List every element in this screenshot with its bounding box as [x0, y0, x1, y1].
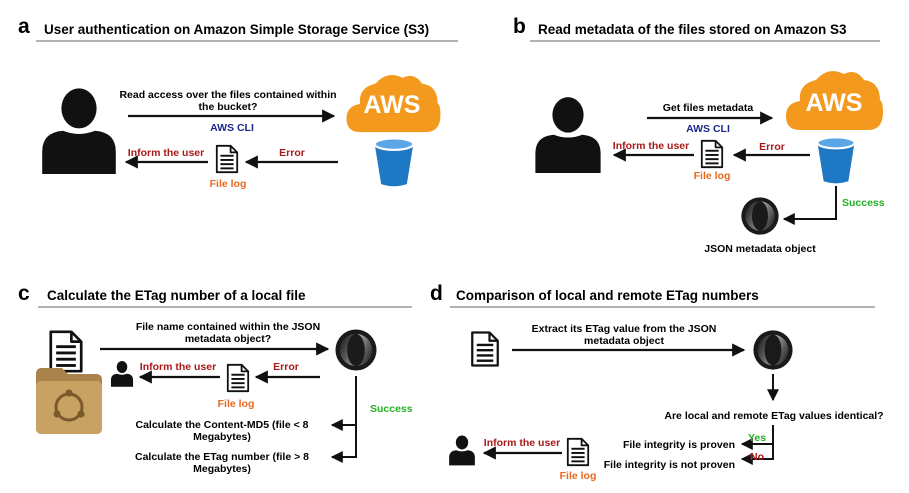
json-logo-icon — [741, 197, 779, 235]
panel-d-no-label: No — [750, 451, 764, 463]
panel-a: a User authentication on Amazon Simple S… — [18, 15, 458, 190]
panel-d-no-arrow — [740, 425, 774, 465]
panel-c-branch-line — [330, 376, 357, 463]
panel-c-option2-line1: Calculate the ETag number (file > 8 — [135, 451, 309, 463]
user-icon — [449, 435, 475, 466]
document-icon — [471, 331, 499, 367]
panel-b-error-label: Error — [759, 141, 785, 153]
panel-c-option1-line2: Megabytes) — [193, 431, 251, 443]
json-logo-icon — [753, 330, 793, 370]
panel-a-letter: a — [18, 15, 30, 38]
panel-c-error-label: Error — [273, 361, 299, 373]
user-icon — [42, 88, 116, 174]
panel-b-success-label: Success — [842, 197, 885, 209]
panel-b-file-log-label: File log — [694, 170, 731, 182]
panel-d: d Comparison of local and remote ETag nu… — [430, 282, 884, 482]
s3-bucket-icon — [373, 137, 415, 187]
panel-d-yes-label: Yes — [748, 432, 766, 444]
panel-b-letter: b — [513, 15, 526, 38]
user-icon — [110, 361, 134, 387]
panel-c-option1-line1: Calculate the Content-MD5 (file < 8 — [136, 419, 309, 431]
document-icon — [566, 437, 590, 467]
panel-c-inform-label: Inform the user — [140, 361, 216, 373]
panel-c-request-line2: metadata object? — [185, 333, 271, 345]
folder-icon — [36, 368, 102, 434]
panel-a-file-log-label: File log — [210, 178, 247, 190]
panel-c-request-line1: File name contained within the JSON — [136, 321, 320, 333]
json-logo-icon — [335, 329, 377, 371]
panel-d-inform-label: Inform the user — [484, 437, 560, 449]
aws-logo-text: AWS — [806, 89, 863, 117]
panel-b-aws-cli-label: AWS CLI — [686, 123, 730, 135]
panel-c: c Calculate the ETag number of a local f… — [18, 282, 413, 475]
document-icon — [49, 330, 83, 373]
panel-c-option2-line2: Megabytes) — [193, 463, 251, 475]
panel-b: b Read metadata of the files stored on A… — [513, 15, 885, 255]
panel-d-title: Comparison of local and remote ETag numb… — [456, 288, 759, 303]
panel-c-file-log-label: File log — [218, 398, 255, 410]
document-icon — [226, 363, 250, 393]
panel-a-inform-label: Inform the user — [128, 147, 204, 159]
panel-d-request-line1: Extract its ETag value from the JSON — [532, 323, 717, 335]
aws-logo-text: AWS — [364, 91, 421, 119]
panel-b-inform-label: Inform the user — [613, 140, 689, 152]
panel-a-aws-cli-label: AWS CLI — [210, 122, 254, 134]
panel-b-success-arrow — [782, 186, 837, 225]
panel-c-letter: c — [18, 282, 30, 305]
panel-d-file-log-label: File log — [560, 470, 597, 482]
panel-c-success-label: Success — [370, 403, 413, 415]
document-icon — [700, 139, 724, 169]
panel-d-question: Are local and remote ETag values identic… — [664, 410, 883, 422]
panel-a-request-line2: the bucket? — [199, 101, 258, 113]
panel-c-title: Calculate the ETag number of a local fil… — [47, 288, 306, 303]
s3-bucket-icon — [816, 136, 856, 184]
panel-a-title: User authentication on Amazon Simple Sto… — [44, 22, 429, 37]
panel-b-json-object-label: JSON metadata object — [704, 243, 816, 255]
panel-b-title: Read metadata of the files stored on Ama… — [538, 22, 847, 37]
panel-a-request-line1: Read access over the files contained wit… — [119, 89, 336, 101]
user-icon — [535, 97, 601, 173]
document-icon — [215, 144, 239, 174]
panel-d-request-line2: metadata object — [584, 335, 664, 347]
panel-a-error-label: Error — [279, 147, 305, 159]
panel-d-letter: d — [430, 282, 443, 305]
panel-d-not-proven-label: File integrity is not proven — [604, 459, 735, 471]
panel-d-proven-label: File integrity is proven — [623, 439, 735, 451]
panel-b-request-label: Get files metadata — [663, 102, 754, 114]
